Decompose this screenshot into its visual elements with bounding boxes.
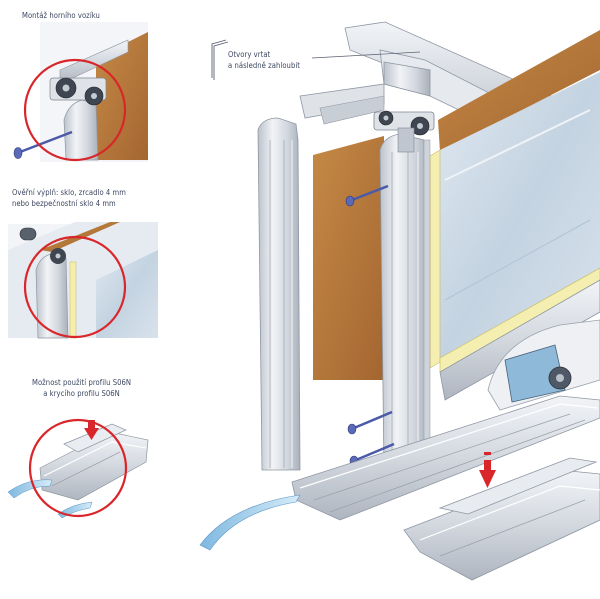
detail-glass-fill — [8, 222, 158, 339]
caption-glass-fill-line1: Ověřní výplň: sklo, zrcadlo 4 mm — [12, 188, 126, 197]
caption-top-trolley-text: Montáž horního vozíku — [22, 11, 100, 20]
protective-foil — [199, 494, 301, 551]
vertical-profile-middle — [379, 133, 431, 471]
bottom-roller — [487, 319, 600, 411]
caption-profile-line1: Možnost použití profilu S06N — [32, 378, 132, 387]
caption-top-trolley: Montáž horního vozíku — [22, 11, 100, 22]
wood-panel — [313, 30, 600, 380]
glass-panel — [440, 72, 600, 360]
screw-top — [345, 184, 389, 207]
caption-profile-line2: a krycího profilu S06N — [43, 388, 120, 398]
vertical-profile-left — [257, 117, 301, 471]
caption-drill-holes-line1: Otvory vrtat — [228, 50, 271, 59]
lower-door-frame — [439, 279, 600, 401]
caption-profile-s06n: Možnost použití profilu S06N a krycího p… — [32, 378, 131, 399]
caption-glass-fill-line2: nebo bezpečnostní sklo 4 mm — [12, 198, 116, 208]
screw-bottom-1 — [347, 410, 393, 435]
seal-strip — [429, 149, 600, 373]
main-assembly — [199, 21, 600, 581]
detail-top-trolley — [13, 22, 148, 162]
caption-drill-holes-line2: a následně zahloubit — [228, 60, 301, 70]
insert-arrow-icon — [479, 452, 496, 488]
caption-drill-holes: Otvory vrtat a následně zahloubit — [228, 50, 300, 71]
cover-profile-lower — [403, 457, 600, 581]
drill-note-bracket — [211, 39, 421, 80]
detail-profile-s06n — [7, 418, 149, 519]
caption-glass-fill: Ověřní výplň: sklo, zrcadlo 4 mm nebo be… — [12, 188, 126, 209]
top-trolley — [373, 110, 435, 153]
